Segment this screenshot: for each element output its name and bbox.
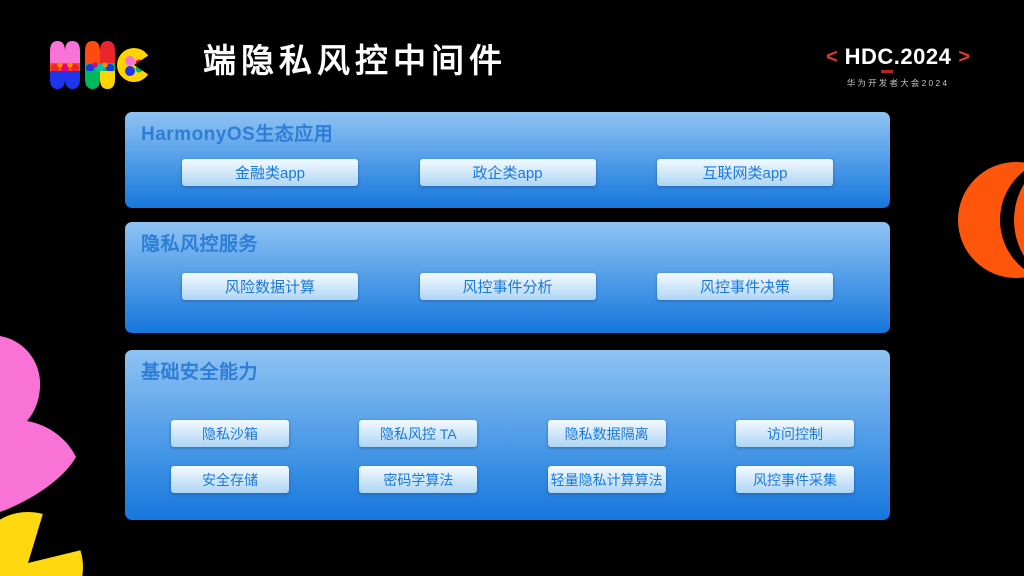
layer-title: 隐私风控服务: [141, 234, 259, 255]
chip-risk-event-decision: 风控事件决策: [657, 273, 833, 300]
chip-finance-app: 金融类app: [182, 159, 358, 186]
yellow-pacman-decoration: [0, 505, 100, 576]
logo-glyph-h: [50, 41, 80, 89]
logo-glyph-c: [117, 48, 150, 82]
chip-row: 金融类app 政企类app 互联网类app: [125, 159, 890, 186]
hdc-2024-badge: < HDC.2024 > 华为开发者大会2024: [825, 44, 971, 89]
pink-petal-decoration: [0, 336, 76, 512]
badge-title: HDC.2024: [844, 44, 952, 69]
chip-privacy-data-isolation: 隐私数据隔离: [547, 420, 666, 447]
layer-basic-security: 基础安全能力 隐私沙箱 隐私风控 TA 隐私数据隔离 访问控制 安全存储 密码学…: [125, 350, 890, 520]
right-bracket-icon: >: [958, 46, 971, 69]
chip-internet-app: 互联网类app: [657, 159, 833, 186]
chip-access-control: 访问控制: [735, 420, 854, 447]
chip-row: 隐私沙箱 隐私风控 TA 隐私数据隔离 访问控制: [125, 420, 890, 447]
chip-risk-data-computing: 风险数据计算: [182, 273, 358, 300]
chip-privacy-risk-ta: 隐私风控 TA: [359, 420, 478, 447]
left-bracket-icon: <: [825, 46, 838, 69]
layer-title: 基础安全能力: [141, 362, 259, 383]
page-title: 端隐私风控中间件: [203, 42, 507, 79]
layer-privacy-risk-service: 隐私风控服务 风险数据计算 风控事件分析 风控事件决策: [125, 222, 890, 333]
chip-risk-event-collection: 风控事件采集: [735, 466, 854, 493]
chip-secure-storage: 安全存储: [171, 466, 289, 493]
chip-lightweight-privacy-computing: 轻量隐私计算算法: [547, 466, 666, 493]
layer-harmonyos-apps: HarmonyOS生态应用 金融类app 政企类app 互联网类app: [125, 112, 890, 208]
chip-crypto-algorithms: 密码学算法: [359, 466, 478, 493]
chip-row: 安全存储 密码学算法 轻量隐私计算算法 风控事件采集: [125, 466, 890, 493]
hdc-logo-icon: [50, 41, 150, 89]
badge-underline: [881, 70, 893, 73]
chip-gov-enterprise-app: 政企类app: [419, 159, 596, 186]
chip-privacy-sandbox: 隐私沙箱: [171, 420, 289, 447]
orange-crescent-decoration: [958, 162, 1024, 278]
chip-risk-event-analysis: 风控事件分析: [419, 273, 596, 300]
logo-glyph-d: [85, 41, 115, 89]
layer-title: HarmonyOS生态应用: [141, 124, 334, 145]
badge-tagline: 华为开发者大会2024: [846, 78, 950, 89]
chip-row: 风险数据计算 风控事件分析 风控事件决策: [125, 273, 890, 300]
